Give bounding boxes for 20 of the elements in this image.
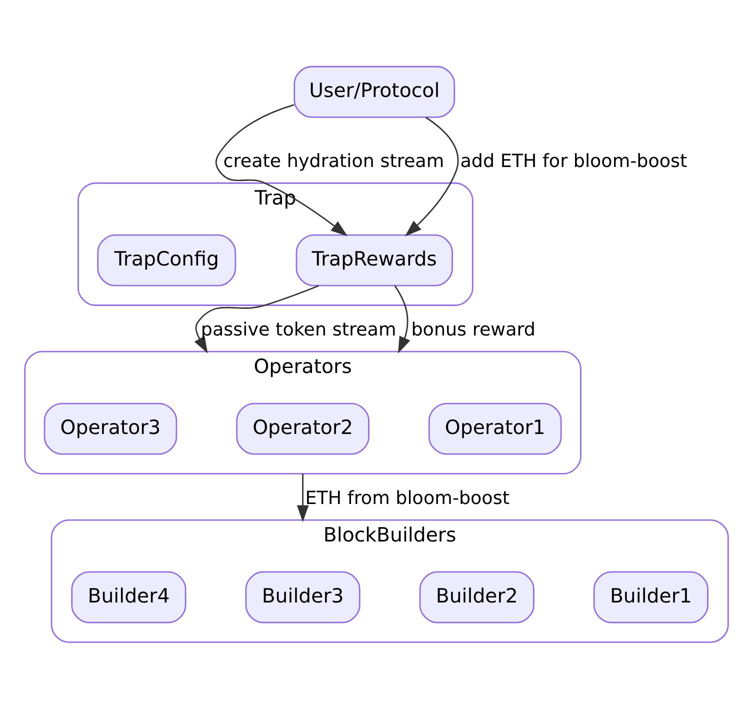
edge-label: ETH from bloom-boost: [305, 488, 510, 509]
node-box: Builder1: [593, 571, 708, 624]
arrow: [215, 104, 348, 236]
edge-label: create hydration stream: [223, 150, 444, 172]
arrow: [404, 116, 459, 236]
arrow: [194, 285, 319, 354]
node-box: Builder3: [245, 571, 360, 624]
node-box: Operator1: [428, 402, 562, 455]
node-box: TrapRewards: [296, 234, 453, 286]
edge-label: passive token stream: [200, 319, 396, 340]
arrow: [296, 474, 309, 522]
node-box: Builder2: [419, 571, 534, 624]
edge-label: bonus reward: [411, 319, 536, 340]
node-box: Operator3: [44, 402, 178, 455]
node-box: Builder4: [71, 571, 186, 624]
node-box: TrapConfig: [97, 234, 236, 286]
edge-label: add ETH for bloom-boost: [460, 150, 688, 172]
node-box: Operator2: [236, 402, 370, 455]
node-box: User/Protocol: [294, 66, 456, 118]
arrow: [394, 285, 410, 354]
